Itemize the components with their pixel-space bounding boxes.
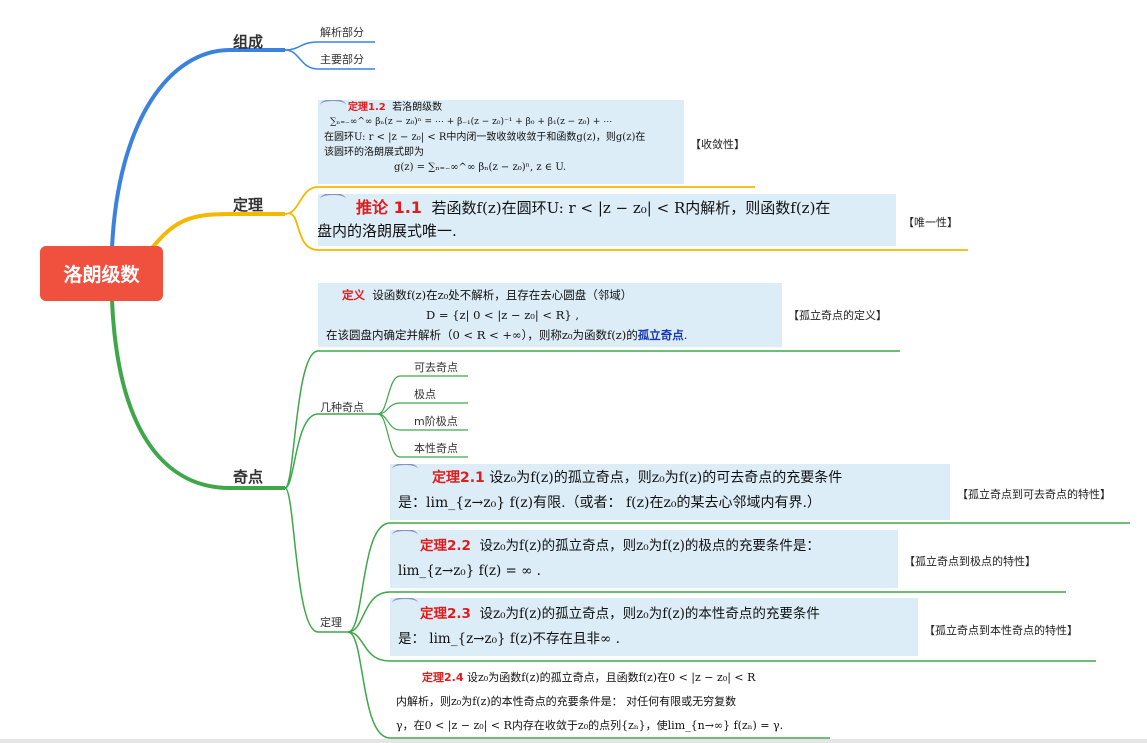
leaf-analytic-part[interactable]: 解析部分 bbox=[320, 26, 364, 39]
theorem-2-3-card[interactable]: 定理2.3 设z₀为f(z)的孤立奇点，则z₀为f(z)的本性奇点的充要条件 是… bbox=[390, 598, 918, 656]
theorem-2-4-card[interactable]: 定理2.4 设z₀为函数f(z)的孤立奇点，且函数f(z)在0 < |z − z… bbox=[390, 666, 830, 738]
theorem-2-2-card[interactable]: 定理2.2 设z₀为f(z)的孤立奇点，则z₀为f(z)的极点的充要条件是： l… bbox=[390, 530, 898, 588]
theorem-2-4-line2: 内解析，则z₀为f(z)的本性奇点的充要条件是： 对任何有限或无穷复数 bbox=[396, 695, 737, 708]
branch-singularity[interactable]: 奇点 bbox=[233, 468, 264, 486]
theorem-2-4-heading: 定理2.4 bbox=[422, 671, 464, 684]
link-singularity-kinds bbox=[284, 413, 378, 489]
tag-pole-property: 【孤立奇点到极点的特性】 bbox=[904, 555, 1036, 568]
theorem-1-2-series: ∑ₙ₌₋∞^∞ βₙ(z − z₀)ⁿ = ⋯ + β₋₁(z − z₀)⁻¹ … bbox=[330, 117, 613, 127]
isolated-singularity-term: 孤立奇点 bbox=[637, 328, 684, 342]
node-singularity-theorems[interactable]: 定理 bbox=[320, 616, 342, 629]
theorem-1-2-card[interactable]: 定理1.2 若洛朗级数 ∑ₙ₌₋∞^∞ βₙ(z − z₀)ⁿ = ⋯ + β₋… bbox=[318, 100, 684, 184]
tag-isolated-definition: 【孤立奇点的定义】 bbox=[788, 309, 887, 322]
theorem-1-2-line3: 该圆环的洛朗展式即为 bbox=[324, 147, 424, 158]
theorem-2-2-line2: lim_{z→z₀} f(z) = ∞ . bbox=[398, 563, 541, 579]
corollary-1-1-line2: 圆盘内的洛朗展式唯一. bbox=[318, 222, 457, 240]
theorem-1-2-line4: g(z) = ∑ₙ₌₋∞^∞ βₙ(z − z₀)ⁿ, z ∈ U. bbox=[394, 162, 567, 173]
theorem-2-1-line2: 是：lim_{z→z₀} f(z)有限.（或者： f(z)在z₀的某去心邻域内有… bbox=[398, 495, 821, 511]
theorem-2-4-line3: γ，在0 < |z − z₀| < R内存在收敛于z₀的点列{zₙ}，使lim_… bbox=[396, 719, 784, 732]
corollary-1-1-card[interactable]: 推论 1.1 若函数f(z)在圆环U: r < |z − z₀| < R内解析，… bbox=[318, 194, 896, 246]
link-composition-principal bbox=[284, 49, 375, 70]
branch-composition[interactable]: 组成 bbox=[233, 33, 264, 51]
card-badge-icon bbox=[392, 464, 418, 475]
theorem-1-2-line2: 在圆环U: r < |z − z₀| < R中内闭一致收敛收敛于和函数g(z)，… bbox=[324, 132, 646, 143]
leaf-m-order-pole[interactable]: m阶极点 bbox=[414, 415, 458, 428]
link-root-composition bbox=[110, 48, 285, 249]
definition-card[interactable]: 定义 设函数f(z)在z₀处不解析，且存在去心圆盘（邻域） D = {z| 0 … bbox=[318, 283, 782, 347]
leaf-principal-part[interactable]: 主要部分 bbox=[320, 53, 364, 66]
card-badge-icon bbox=[392, 530, 418, 541]
theorem-2-2-heading: 定理2.2 bbox=[420, 538, 471, 554]
theorem-1-2-heading: 定理1.2 bbox=[348, 102, 386, 113]
card-badge-icon bbox=[320, 194, 346, 205]
link-root-singularity bbox=[110, 299, 285, 490]
link-singularity-definition bbox=[284, 350, 900, 489]
card-badge-icon bbox=[392, 598, 418, 609]
definition-heading: 定义 bbox=[342, 288, 365, 302]
theorem-2-1-card[interactable]: 定理2.1 设z₀为f(z)的孤立奇点，则z₀为f(z)的可去奇点的充要条件 是… bbox=[390, 464, 950, 520]
horizontal-scrollbar[interactable] bbox=[0, 739, 1147, 743]
card-badge-icon bbox=[320, 100, 346, 111]
root-node[interactable]: 洛朗级数 bbox=[40, 246, 163, 301]
link-root-theorem bbox=[150, 212, 285, 250]
link-singularity-theorems bbox=[284, 487, 348, 633]
leaf-removable[interactable]: 可去奇点 bbox=[414, 361, 458, 374]
tag-convergence: 【收敛性】 bbox=[690, 138, 745, 151]
node-singularity-kinds[interactable]: 几种奇点 bbox=[320, 401, 364, 414]
theorem-2-1-heading: 定理2.1 bbox=[432, 470, 485, 486]
tag-uniqueness: 【唯一性】 bbox=[903, 216, 958, 229]
leaf-essential[interactable]: 本性奇点 bbox=[414, 442, 458, 455]
corollary-1-1-heading: 推论 1.1 bbox=[356, 198, 422, 217]
link-theorem-card2 bbox=[289, 213, 968, 251]
branch-theorem[interactable]: 定理 bbox=[233, 196, 264, 214]
theorem-2-3-line2: 是： lim_{z→z₀} f(z)不存在且非∞ . bbox=[398, 631, 620, 647]
tag-essential-property: 【孤立奇点到本性奇点的特性】 bbox=[924, 624, 1078, 637]
theorem-2-3-heading: 定理2.3 bbox=[420, 606, 471, 622]
tag-removable-property: 【孤立奇点到可去奇点的特性】 bbox=[957, 488, 1111, 501]
definition-line2: D = {z| 0 < |z − z₀| < R} , bbox=[426, 308, 579, 322]
leaf-pole[interactable]: 极点 bbox=[414, 388, 436, 401]
definition-line3: 在该圆盘内确定并解析（0 < R < +∞），则称z₀为函数f(z)的孤立奇点. bbox=[326, 328, 688, 342]
link-composition-analytic bbox=[284, 41, 375, 51]
link-theorem-card1 bbox=[284, 186, 755, 215]
